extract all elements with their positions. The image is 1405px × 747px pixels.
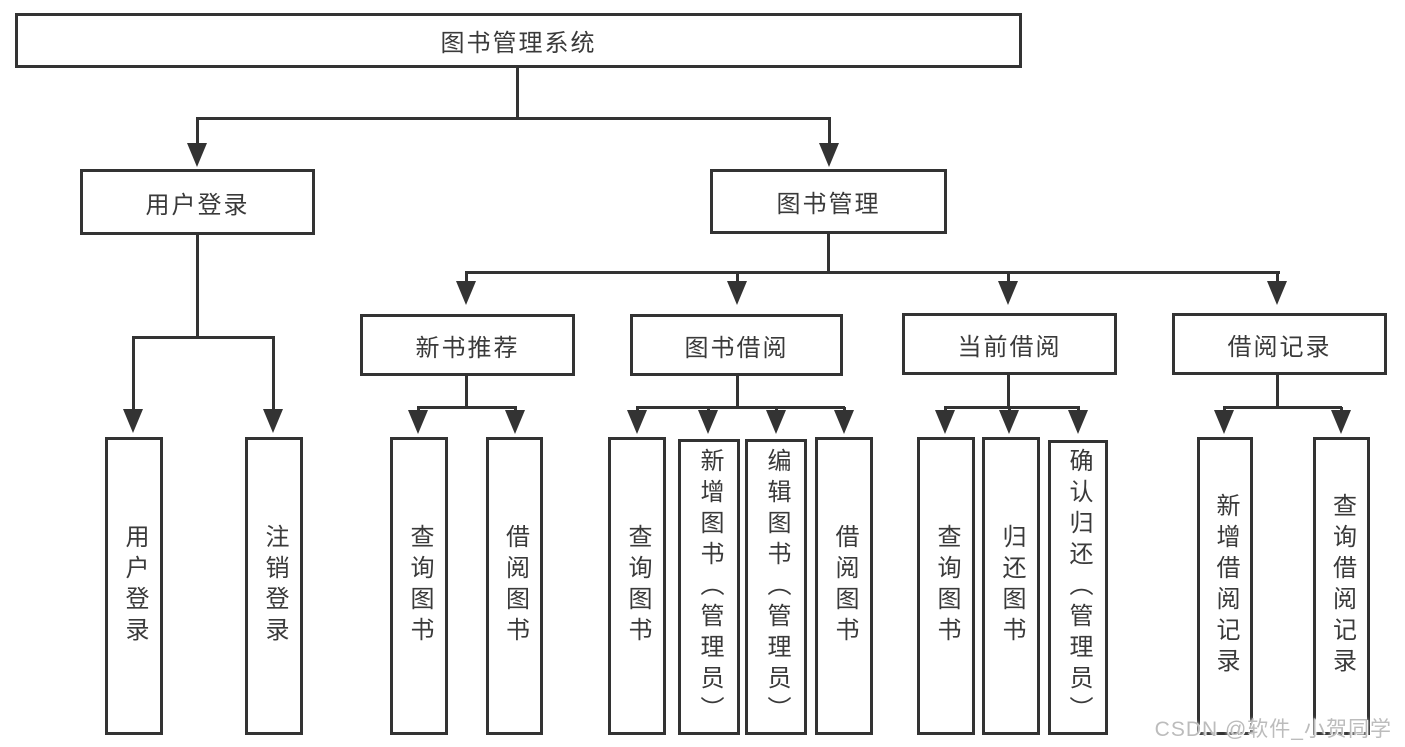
node-root-label: 图书管理系统 <box>440 30 597 57</box>
connector-br-rail <box>1223 406 1342 409</box>
arrowhead-bb-query <box>627 410 647 434</box>
node-user-login-label: 用户登录 <box>145 191 250 219</box>
arrowhead-bb-borrow <box>834 410 854 434</box>
node-new-book-rec: 新书推荐 <box>360 314 575 376</box>
connector-cb-rail <box>944 406 1080 409</box>
arrowhead-borrow-records <box>1267 281 1287 305</box>
connector-bm-stub <box>827 232 830 274</box>
node-book-mgmt: 图书管理 <box>710 169 947 234</box>
node-user-login: 用户登录 <box>80 169 315 235</box>
arrowhead-current-borrow <box>998 281 1018 305</box>
connector-bm-rail <box>465 271 1280 274</box>
node-leaf-nbr-query-label: 查询图书 <box>406 524 433 648</box>
connector-root-right-stem <box>828 118 831 147</box>
node-leaf-cb-return: 归还图书 <box>982 437 1040 735</box>
arrowhead-new-book-rec <box>456 281 476 305</box>
arrowhead-nbr-borrow <box>505 410 525 434</box>
node-leaf-bb-borrow-label: 借阅图书 <box>831 524 858 648</box>
arrowhead-cb-return <box>999 410 1019 434</box>
node-leaf-user-login: 用户登录 <box>105 437 163 735</box>
arrowhead-br-add <box>1214 410 1234 434</box>
connector-nbr-stub <box>465 375 468 409</box>
node-leaf-cb-query: 查询图书 <box>917 437 975 735</box>
connector-ul-right-stem <box>272 337 275 413</box>
node-book-mgmt-label: 图书管理 <box>776 191 881 218</box>
node-leaf-bb-add-label: 新增图书（管理员） <box>696 447 723 727</box>
node-leaf-bb-borrow: 借阅图书 <box>815 437 873 735</box>
node-leaf-br-add-label: 新增借阅记录 <box>1212 493 1239 679</box>
connector-bm-stem-3 <box>1007 272 1010 285</box>
node-book-borrow: 图书借阅 <box>630 314 843 376</box>
connector-bb-stub <box>736 375 739 409</box>
node-leaf-cb-confirm: 确认归还（管理员） <box>1048 440 1108 735</box>
connector-root-stub <box>516 66 519 120</box>
connector-br-stub <box>1276 374 1279 409</box>
node-leaf-cb-return-label: 归还图书 <box>998 524 1025 648</box>
node-leaf-bb-edit: 编辑图书（管理员） <box>745 439 807 735</box>
connector-bm-stem-4 <box>1276 272 1279 285</box>
node-leaf-bb-edit-label: 编辑图书（管理员） <box>763 447 790 727</box>
node-leaf-cb-query-label: 查询图书 <box>933 524 960 648</box>
arrowhead-nbr-query <box>408 410 428 434</box>
node-leaf-bb-add: 新增图书（管理员） <box>678 439 740 735</box>
node-leaf-br-add: 新增借阅记录 <box>1197 437 1253 735</box>
node-leaf-nbr-borrow-label: 借阅图书 <box>501 524 529 648</box>
node-leaf-nbr-borrow: 借阅图书 <box>486 437 543 735</box>
connector-cb-stub <box>1007 374 1010 409</box>
node-leaf-bb-query-label: 查询图书 <box>624 524 651 648</box>
node-current-borrow: 当前借阅 <box>902 313 1117 375</box>
node-borrow-records: 借阅记录 <box>1172 313 1387 375</box>
arrowhead-cb-query <box>935 410 955 434</box>
connector-bb-rail <box>636 406 845 409</box>
connector-ul-rail <box>132 336 275 339</box>
node-leaf-cb-confirm-label: 确认归还（管理员） <box>1065 448 1092 727</box>
connector-bm-stem-2 <box>736 272 739 285</box>
node-leaf-br-query-label: 查询借阅记录 <box>1328 493 1356 679</box>
node-leaf-user-login-label: 用户登录 <box>121 524 148 648</box>
csdn-watermark: CSDN @软件_小贺同学 <box>1154 718 1392 741</box>
node-leaf-logout-label: 注销登录 <box>261 524 288 648</box>
node-borrow-records-label: 借阅记录 <box>1227 333 1332 361</box>
node-current-borrow-label: 当前借阅 <box>957 333 1062 361</box>
arrowhead-ul-user-login <box>123 409 143 433</box>
arrowhead-cb-confirm <box>1068 410 1088 434</box>
arrowhead-ul-logout <box>263 409 283 433</box>
node-book-borrow-label: 图书借阅 <box>684 334 789 362</box>
node-leaf-nbr-query: 查询图书 <box>390 437 448 735</box>
arrowhead-bb-edit <box>766 410 786 434</box>
arrowhead-book-mgmt <box>819 143 839 167</box>
arrowhead-book-borrow <box>727 281 747 305</box>
arrowhead-br-query <box>1331 410 1351 434</box>
connector-root-rail <box>196 117 831 120</box>
connector-ul-stub <box>196 233 199 339</box>
arrowhead-bb-add <box>698 410 718 434</box>
node-leaf-br-query: 查询借阅记录 <box>1313 437 1370 735</box>
arrowhead-user-login <box>187 143 207 167</box>
connector-ul-left-stem <box>132 337 135 413</box>
node-root: 图书管理系统 <box>15 13 1022 68</box>
connector-bm-stem-1 <box>465 272 468 285</box>
connector-nbr-rail <box>417 406 517 409</box>
connector-root-left-stem <box>196 118 199 147</box>
node-leaf-logout: 注销登录 <box>245 437 303 735</box>
node-leaf-bb-query: 查询图书 <box>608 437 666 735</box>
node-new-book-rec-label: 新书推荐 <box>415 334 520 362</box>
